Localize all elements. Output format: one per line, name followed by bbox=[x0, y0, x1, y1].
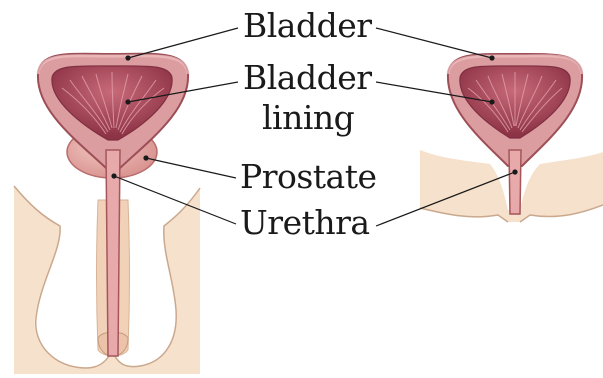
leader-bladder-right bbox=[376, 28, 492, 58]
leader-lining-left-dot bbox=[126, 100, 130, 104]
female-anatomy bbox=[420, 54, 603, 222]
leader-prostate-dot bbox=[144, 156, 148, 160]
leader-prostate bbox=[146, 158, 236, 178]
label-urethra: Urethra bbox=[240, 206, 370, 239]
male-urethra bbox=[106, 150, 120, 356]
leader-bladder-right-dot bbox=[490, 56, 494, 60]
label-bladder-lining-line1: Bladder bbox=[243, 61, 372, 94]
leader-urethra-right-dot bbox=[513, 170, 517, 174]
leader-bladder-left bbox=[128, 28, 238, 58]
female-urethra bbox=[509, 150, 521, 214]
leader-lining-right-dot bbox=[490, 100, 494, 104]
label-bladder-lining-line2: lining bbox=[262, 101, 354, 134]
label-prostate: Prostate bbox=[240, 160, 377, 193]
leader-bladder-left-dot bbox=[126, 56, 130, 60]
label-bladder: Bladder bbox=[243, 9, 372, 42]
leader-urethra-left-dot bbox=[112, 174, 116, 178]
male-anatomy bbox=[14, 54, 200, 374]
